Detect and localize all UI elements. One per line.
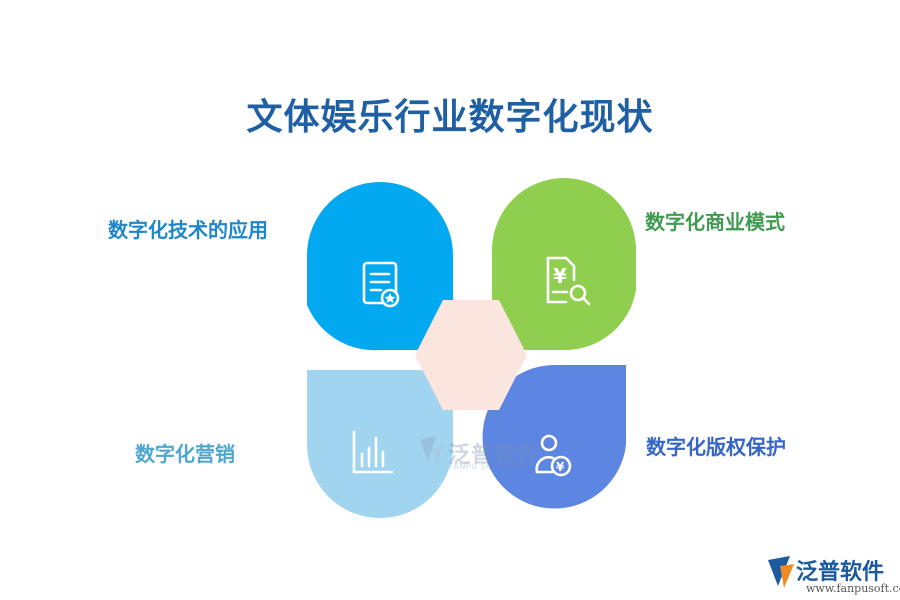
petal-technology	[307, 182, 453, 351]
label-copyright: 数字化版权保护	[646, 435, 786, 459]
brand-logo-icon	[768, 556, 794, 588]
svg-text:¥: ¥	[556, 460, 565, 474]
petal-business-model	[492, 178, 636, 351]
label-business-model: 数字化商业模式	[645, 210, 785, 234]
person-yen-icon: ¥	[535, 434, 572, 477]
bar-chart-icon	[352, 430, 394, 474]
watermark-logo-icon	[420, 436, 444, 464]
label-technology: 数字化技术的应用	[108, 218, 268, 242]
svg-text:¥: ¥	[553, 264, 567, 288]
document-star-icon	[362, 261, 400, 308]
brand-name: 泛普软件	[796, 560, 885, 585]
watermark-sub: FANPU SOFTWARE	[449, 462, 529, 471]
yen-document-search-icon: ¥	[546, 256, 591, 306]
label-marketing: 数字化营销	[135, 442, 235, 466]
center-hexagon	[415, 300, 527, 410]
brand-url: www.fanpusoft.com	[806, 582, 900, 595]
petal-marketing	[307, 370, 453, 518]
page-title: 文体娱乐行业数字化现状	[246, 97, 654, 138]
watermark-name: 泛普软件	[448, 443, 541, 468]
